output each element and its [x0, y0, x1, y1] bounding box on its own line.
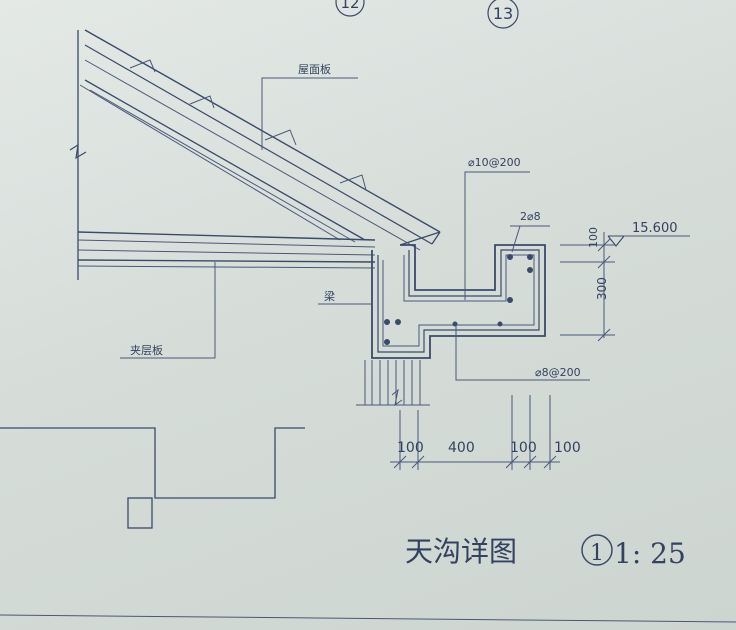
rebar-top-leader: ⌀10@200 — [464, 156, 530, 300]
rebar-top-label: ⌀10@200 — [468, 156, 521, 169]
beam-leader: 梁 — [318, 289, 372, 305]
svg-text:13: 13 — [493, 4, 513, 23]
svg-text:12: 12 — [340, 0, 359, 12]
callout-circle-12: 12 — [335, 0, 365, 17]
horizontal-dimensions: 100 400 100 100 — [390, 395, 581, 470]
rebar-bottom-label: ⌀8@200 — [535, 366, 581, 379]
beam-label: 梁 — [324, 289, 335, 303]
vertical-dimensions: 100 300 — [560, 227, 615, 342]
dim-vertical-300: 300 — [595, 277, 609, 300]
drawing-title: 天沟详图 1 1: 25 — [405, 534, 686, 570]
roof-slab-leader: 屋面板 — [261, 62, 358, 150]
roof-slab-label: 屋面板 — [298, 62, 331, 76]
rebar-corner-leader: 2⌀8 — [510, 210, 550, 253]
floor-slab — [77, 231, 376, 269]
lower-left-outline — [0, 427, 305, 529]
scale-text: 1: 25 — [614, 537, 686, 570]
rebar-corner-label: 2⌀8 — [520, 210, 541, 223]
detail-number: 1 — [590, 541, 604, 566]
border-line — [0, 614, 736, 623]
dim-horizontal-100-c: 100 — [554, 440, 581, 456]
elevation-mark: 15.600 — [607, 221, 690, 247]
dim-horizontal-400: 400 — [448, 440, 475, 456]
title-text: 天沟详图 — [405, 535, 517, 568]
rebar-bottom-leader: ⌀8@200 — [455, 326, 590, 381]
detail-number-circle — [581, 534, 613, 566]
floor-slab-leader: 夹层板 — [120, 262, 216, 359]
callout-circle-13: 13 — [487, 0, 519, 29]
elevation-label: 15.600 — [632, 221, 678, 236]
left-wall-line — [69, 30, 87, 280]
roof-slab — [79, 29, 441, 251]
dim-vertical-100: 100 — [587, 227, 600, 248]
dim-horizontal-100-b: 100 — [510, 440, 537, 456]
dim-horizontal-100-a: 100 — [397, 440, 424, 456]
gutter-section — [356, 231, 546, 407]
floor-slab-label: 夹层板 — [130, 343, 163, 357]
